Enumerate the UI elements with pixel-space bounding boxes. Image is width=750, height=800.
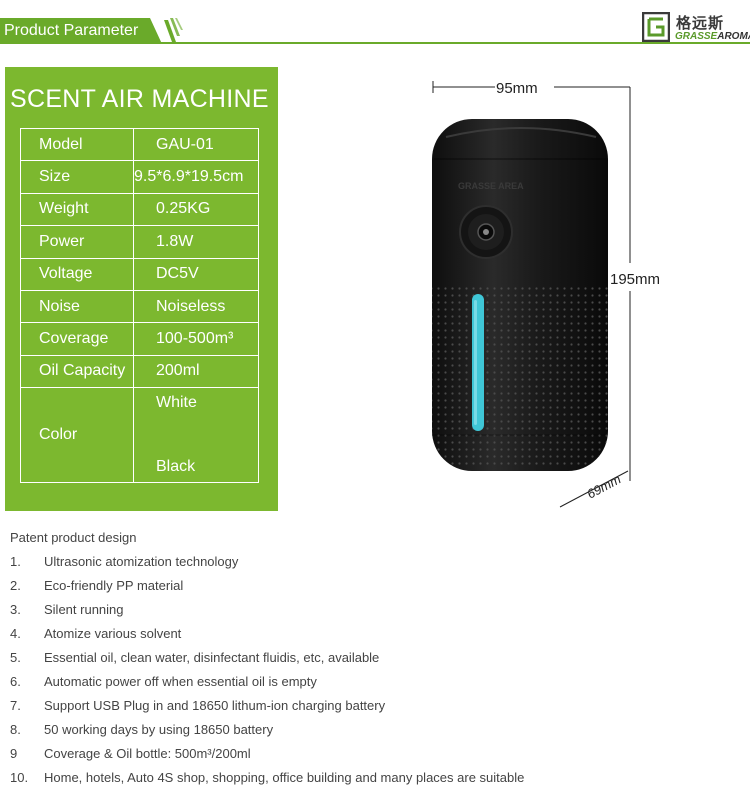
dimension-height: 195mm	[610, 87, 660, 481]
feature-item: 1. Ultrasonic atomization technology	[10, 554, 238, 569]
feature-number: 3.	[10, 602, 21, 617]
spec-value: GAU-01	[133, 127, 259, 162]
brand-name-cn: 格远斯	[676, 14, 725, 32]
feature-item: 5. Essential oil, clean water, disinfecta…	[10, 650, 379, 665]
feature-item: 9 Coverage & Oil bottle: 500m³/200ml	[10, 746, 251, 761]
spec-row-power: Power 1.8W	[20, 225, 259, 259]
feature-number: 8.	[10, 722, 21, 737]
mist-nozzle-icon	[459, 205, 513, 259]
spec-value: DC5V	[133, 257, 259, 291]
dim-height-label: 195mm	[610, 271, 660, 288]
spec-value: 9.5*6.9*19.5cm	[133, 160, 259, 194]
feature-text: Eco-friendly PP material	[44, 578, 184, 593]
feature-text: Silent running	[44, 602, 124, 617]
device-body: GRASSE AREA	[432, 119, 608, 471]
brand-name-en-a: GRASSE	[675, 31, 718, 42]
feature-text: 50 working days by using 18650 battery	[44, 722, 274, 737]
feature-text: Coverage & Oil bottle: 500m³/200ml	[44, 746, 251, 761]
header-divider	[0, 42, 750, 44]
spec-key: Model	[20, 127, 134, 162]
spec-row-voltage: Voltage DC5V	[20, 257, 259, 291]
spec-row-noise: Noise Noiseless	[20, 289, 259, 324]
spec-row-coverage: Coverage 100-500m³	[20, 322, 259, 356]
feature-text: Home, hotels, Auto 4S shop, shopping, of…	[44, 770, 525, 785]
dim-depth-label: 69mm	[584, 471, 623, 501]
spec-value: 0.25KG	[133, 192, 259, 227]
brand-name-en-b: AROMA	[717, 31, 750, 42]
feature-number: 5.	[10, 650, 21, 665]
device-brand-text: GRASSE AREA	[458, 181, 524, 191]
spec-key: Size	[20, 160, 134, 194]
spec-key: Coverage	[20, 322, 134, 356]
feature-text: Ultrasonic atomization technology	[44, 554, 239, 569]
section-tag-label: Product Parameter	[4, 22, 139, 39]
dimension-width: 95mm	[432, 80, 630, 97]
spec-key: Color	[20, 387, 134, 484]
spec-key: Noise	[20, 289, 134, 324]
feature-item: 3. Silent running	[10, 602, 124, 617]
feature-number: 7.	[10, 698, 21, 713]
color-option-black: Black	[156, 458, 196, 476]
spec-row-weight: Weight 0.25KG	[20, 192, 259, 227]
feature-item: 6. Automatic power off when essential oil…	[10, 674, 317, 689]
spec-value: Noiseless	[133, 289, 259, 324]
feature-number: 4.	[10, 626, 21, 641]
feature-item: 7. Support USB Plug in and 18650 lithum-i…	[10, 698, 385, 713]
feature-item: 8. 50 working days by using 18650 battery	[10, 722, 273, 737]
feature-item: 10. Home, hotels, Auto 4S shop, shopping,…	[10, 770, 524, 785]
spec-table: Model GAU-01 Size 9.5*6.9*19.5cm Weight …	[20, 127, 259, 484]
spec-row-model: Model GAU-01	[20, 127, 259, 162]
feature-text: Atomize various solvent	[44, 626, 182, 641]
oil-level-window	[472, 294, 484, 431]
spec-card-title: SCENT AIR MACHINE	[10, 85, 269, 113]
spec-row-size: Size 9.5*6.9*19.5cm	[20, 160, 259, 194]
feature-text: Support USB Plug in and 18650 lithum-ion…	[44, 698, 386, 713]
spec-value-colors: White Black	[133, 387, 259, 484]
dimension-depth: 69mm	[559, 470, 629, 508]
features-intro: Patent product design	[10, 530, 137, 545]
feature-item: 4. Atomize various solvent	[10, 626, 181, 641]
header-stripes-decoration	[164, 18, 183, 42]
brand-name-en: GRASSEAROMA	[675, 31, 750, 42]
spec-row-oil-capacity: Oil Capacity 200ml	[20, 354, 259, 389]
spec-key: Voltage	[20, 257, 134, 291]
feature-number: 10.	[10, 770, 29, 785]
brand-logo: 格远斯 GRASSEAROMA	[642, 12, 750, 44]
spec-key: Oil Capacity	[20, 354, 134, 389]
feature-item: 2. Eco-friendly PP material	[10, 578, 183, 593]
color-option-white: White	[156, 394, 197, 412]
dim-width-label: 95mm	[496, 80, 538, 97]
spec-key: Weight	[20, 192, 134, 227]
feature-text: Automatic power off when essential oil i…	[44, 674, 317, 689]
section-tag: Product Parameter	[0, 18, 162, 44]
feature-number: 6.	[10, 674, 21, 689]
feature-number: 9	[10, 746, 18, 761]
spec-key: Power	[20, 225, 134, 259]
brand-mark-icon	[642, 12, 670, 42]
feature-text: Essential oil, clean water, disinfectant…	[44, 650, 380, 665]
feature-number: 2.	[10, 578, 21, 593]
spec-value: 100-500m³	[133, 322, 259, 356]
spec-row-color: Color White Black	[20, 387, 259, 484]
feature-number: 1.	[10, 554, 21, 569]
product-illustration: 95mm 195mm 69mm GRASSE AREA	[432, 80, 660, 508]
spec-value: 200ml	[133, 354, 259, 389]
spec-value: 1.8W	[133, 225, 259, 259]
